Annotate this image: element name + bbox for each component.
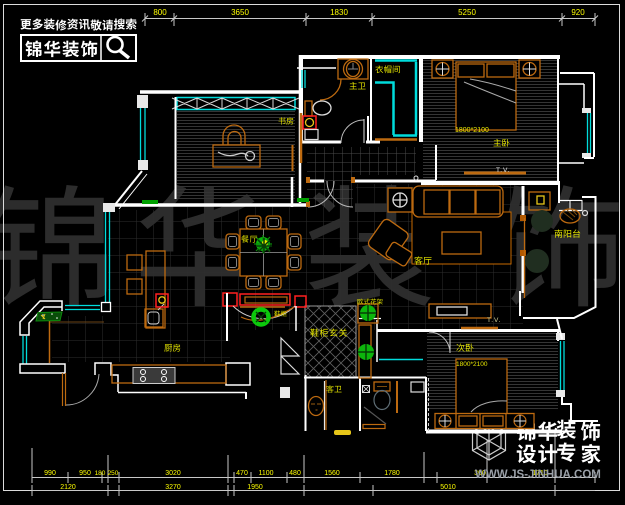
svg-text:1950: 1950 — [247, 484, 263, 491]
svg-text:1800*2100: 1800*2100 — [456, 361, 488, 368]
svg-text:T.V.: T.V. — [487, 317, 502, 324]
svg-text:T.V.: T.V. — [496, 167, 511, 174]
svg-text:5250: 5250 — [458, 8, 476, 17]
svg-text:2120: 2120 — [60, 484, 76, 491]
svg-text:950: 950 — [79, 470, 91, 477]
svg-text:470: 470 — [236, 470, 248, 477]
svg-text:1710: 1710 — [532, 470, 548, 477]
svg-text:360: 360 — [474, 470, 486, 477]
svg-text:WWW.JS-JINHUA.COM: WWW.JS-JINHUA.COM — [475, 469, 601, 481]
svg-text:1100: 1100 — [258, 470, 273, 477]
svg-text:3650: 3650 — [231, 8, 249, 17]
svg-text:800: 800 — [153, 8, 167, 17]
svg-text:3270: 3270 — [165, 484, 181, 491]
svg-text:480: 480 — [289, 470, 301, 477]
svg-text:920: 920 — [571, 8, 585, 17]
svg-text:250: 250 — [108, 470, 119, 477]
svg-text:3020: 3020 — [165, 470, 181, 477]
svg-text:180: 180 — [95, 470, 106, 477]
svg-text:1560: 1560 — [324, 470, 340, 477]
svg-text:1800*2100: 1800*2100 — [455, 127, 489, 134]
svg-text:5010: 5010 — [440, 484, 456, 491]
svg-text:990: 990 — [44, 470, 56, 477]
svg-text:1780: 1780 — [384, 470, 400, 477]
svg-text:1830: 1830 — [330, 8, 348, 17]
